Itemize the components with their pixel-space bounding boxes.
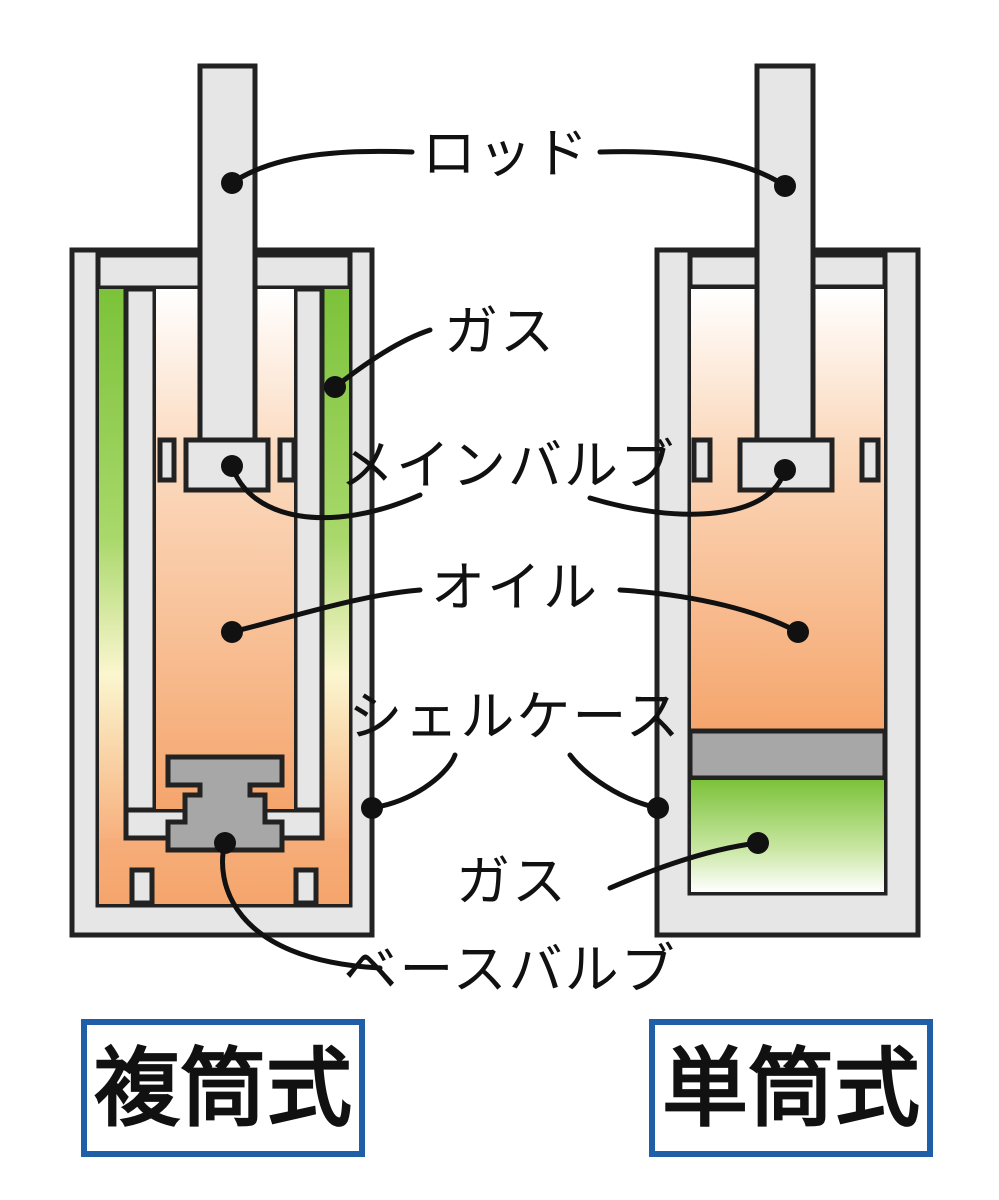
mono-valve-tab-left [691, 437, 713, 483]
label-rod: ロッド [422, 122, 590, 185]
twin-base-foot-left [129, 867, 155, 906]
caption-twin-tube-box [81, 1019, 365, 1157]
leader-lines [220, 148, 801, 971]
label-gas-top: ガス [444, 300, 556, 363]
labels: ロッド ガス メインバルブ オイル シェルケース ガス ベースバルブ [340, 122, 681, 1001]
label-base-valve: ベースバルブ [343, 938, 676, 1001]
twin-gas-strip-left [99, 289, 126, 839]
mono-gas-chamber [691, 780, 884, 892]
label-gas-bottom: ガス [456, 850, 568, 913]
leader-dots [214, 172, 809, 854]
label-oil: オイル [431, 556, 599, 619]
caption-mono-tube-text: 単筒式 [662, 1039, 920, 1139]
mono-valve-tab-right [859, 437, 881, 483]
mono-rod [754, 63, 816, 464]
twin-tube-diagram [69, 63, 375, 938]
twin-valve-tab-left [157, 437, 177, 483]
caption-mono-tube-box [649, 1019, 933, 1157]
twin-rod [197, 63, 258, 464]
mono-tube-diagram [654, 63, 921, 938]
caption-twin-tube: 複筒式 [81, 1019, 365, 1157]
label-shell-case: シェルケース [348, 685, 681, 748]
twin-valve-tab-right [277, 437, 297, 483]
twin-base-valve [165, 754, 285, 853]
label-main-valve: メインバルブ [340, 434, 676, 497]
caption-mono-tube: 単筒式 [649, 1019, 933, 1157]
caption-twin-tube-text: 複筒式 [94, 1039, 352, 1139]
mono-free-piston [687, 728, 888, 781]
twin-gas-strip-right [322, 289, 349, 839]
twin-base-foot-right [293, 867, 319, 906]
